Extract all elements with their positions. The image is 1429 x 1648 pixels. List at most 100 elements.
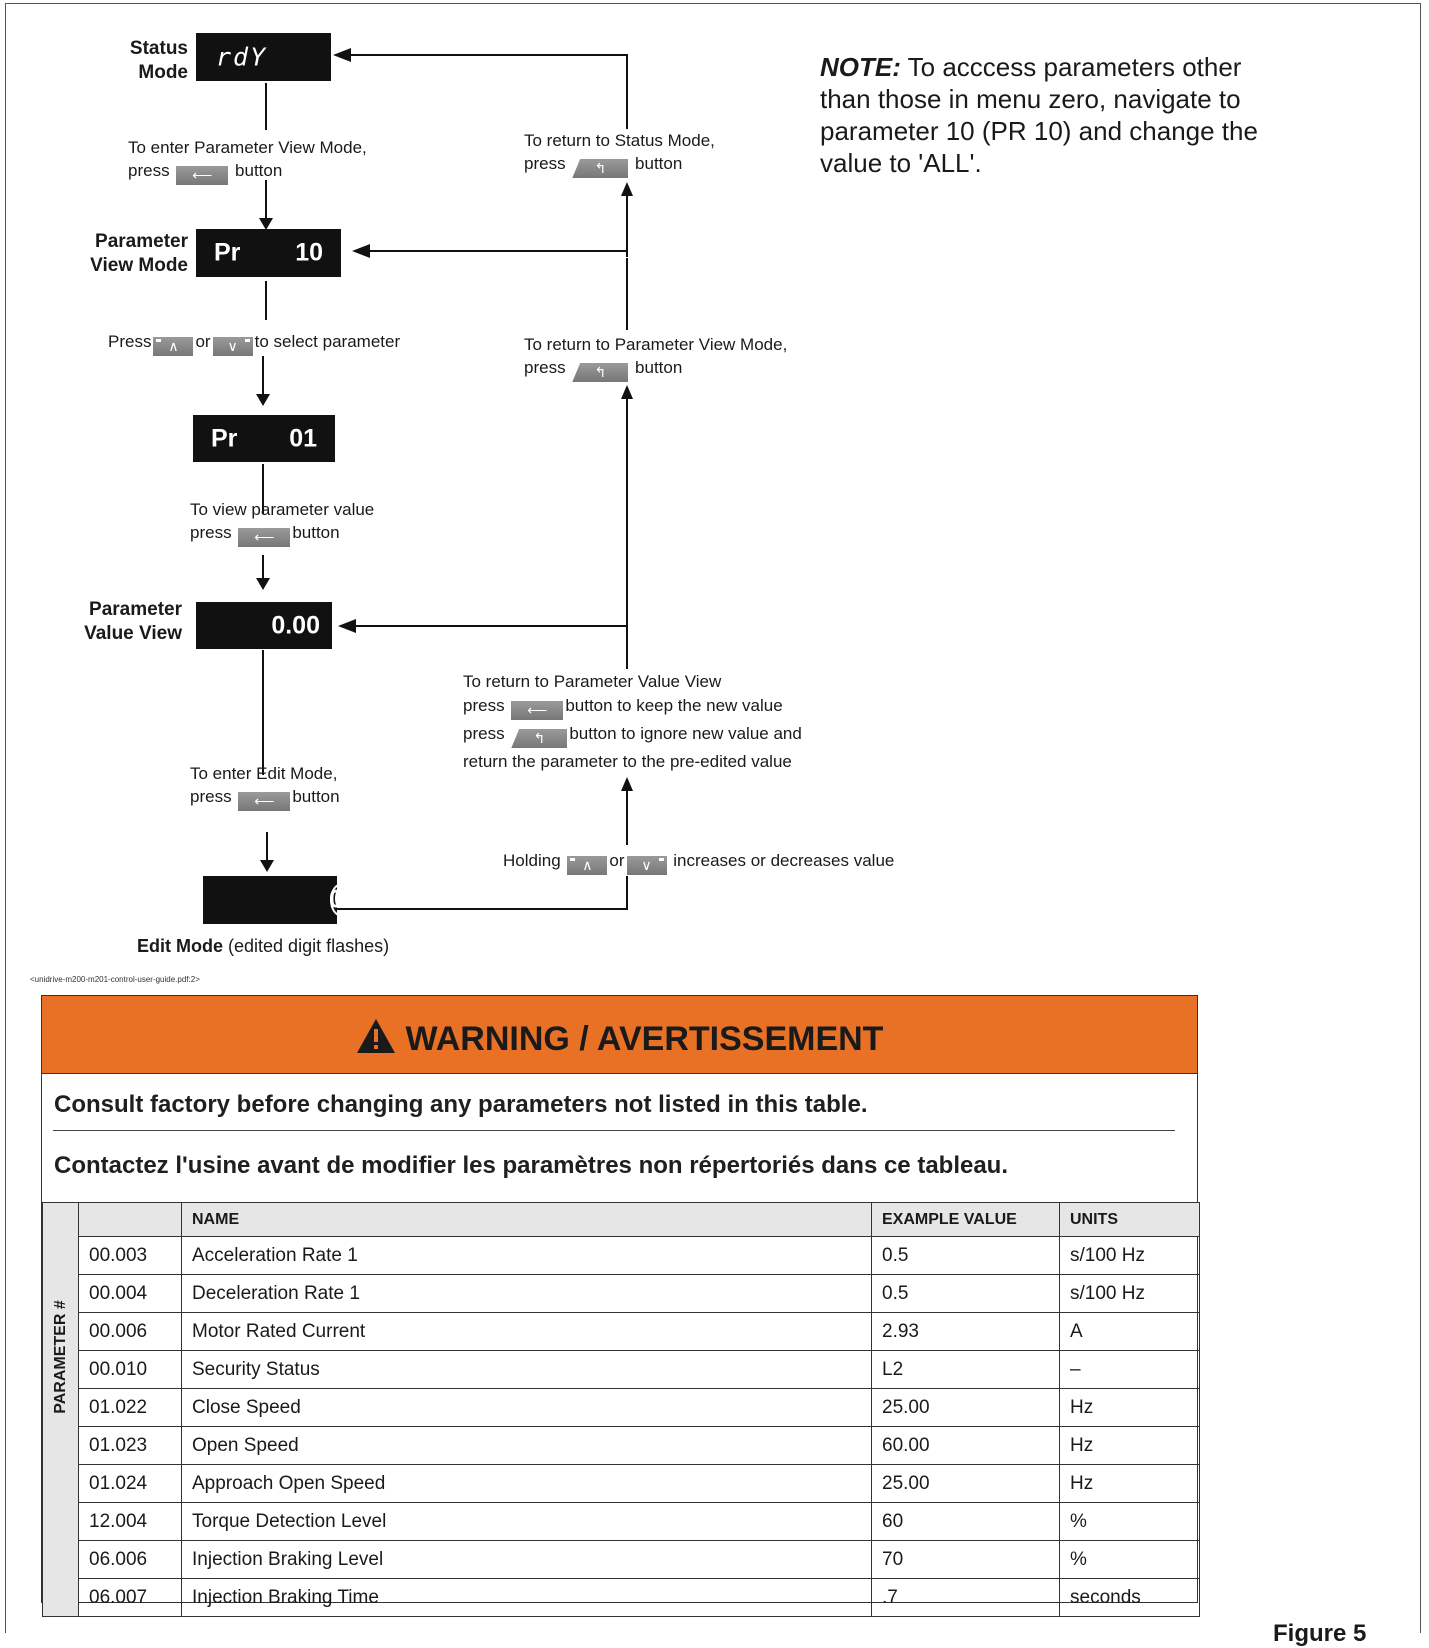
parameter-table: NAME EXAMPLE VALUE UNITS PARAMETER #00.0… xyxy=(42,1202,1200,1617)
or-text: or xyxy=(609,851,625,870)
flashing-digit: 0 xyxy=(330,883,352,917)
arrow-up-icon xyxy=(621,385,633,399)
connector-line xyxy=(265,83,267,130)
arrow-line xyxy=(265,180,267,225)
enter-button-icon: ⟵ xyxy=(238,528,291,547)
press-text: press xyxy=(524,154,566,173)
inc-dec-text: increases or decreases value xyxy=(673,851,895,870)
cell-param: 01.022 xyxy=(78,1388,182,1427)
instruction-line: To enter Edit Mode, xyxy=(190,764,338,783)
cell-name: Injection Braking Time xyxy=(181,1578,872,1617)
cell-name: Motor Rated Current xyxy=(181,1312,872,1351)
back-button-icon: ↰ xyxy=(572,363,629,382)
parameter-side-label: PARAMETER # xyxy=(42,1236,79,1617)
select-text: to select parameter xyxy=(254,332,401,351)
warning-header: WARNING / AVERTISSEMENT xyxy=(42,996,1197,1074)
arrow-down-icon xyxy=(256,578,270,590)
param-value-display: 0.00 xyxy=(196,602,332,649)
cell-units: s/100 Hz xyxy=(1059,1236,1200,1275)
note-text: NOTE: To acccess parameters other than t… xyxy=(820,51,1290,179)
cell-value: 2.93 xyxy=(871,1312,1060,1351)
cell-units: Hz xyxy=(1059,1388,1200,1427)
select-parameter-instruction: Press∧or∨to select parameter xyxy=(108,330,468,356)
cell-param: 06.007 xyxy=(78,1578,182,1617)
edit-mode-caption-bold: Edit Mode xyxy=(137,936,223,956)
status-display-text: rdY xyxy=(216,42,268,72)
ignore-text: button to ignore new value and xyxy=(569,724,802,743)
return-line xyxy=(355,625,628,627)
pr-number: 01 xyxy=(289,424,317,452)
arrow-line xyxy=(266,832,268,862)
warning-title-text: WARNING / AVERTISSEMENT xyxy=(405,1020,884,1058)
cell-name: Approach Open Speed xyxy=(181,1464,872,1503)
arrow-left-icon xyxy=(333,48,351,62)
value-text: 0.00 xyxy=(271,611,320,639)
press-text: press xyxy=(463,696,505,715)
back-button-icon: ↰ xyxy=(511,729,568,748)
cell-value: 0.5 xyxy=(871,1236,1060,1275)
cell-param: 06.006 xyxy=(78,1540,182,1579)
arrow-down-icon xyxy=(260,860,274,872)
table-header-row: NAME EXAMPLE VALUE UNITS xyxy=(42,1202,1200,1237)
instruction-line: return the parameter to the pre-edited v… xyxy=(463,752,792,771)
edit-mode-caption-rest: (edited digit flashes) xyxy=(228,936,390,956)
button-text: button xyxy=(292,523,340,542)
table-header-blank xyxy=(78,1202,182,1237)
return-status-instruction: To return to Status Mode, press ↰ button xyxy=(524,129,824,178)
press-text: Press xyxy=(108,332,152,351)
divider xyxy=(53,1130,1175,1131)
param-view-display: Pr 10 xyxy=(196,229,341,277)
note-body: To acccess parameters other than those i… xyxy=(820,52,1258,178)
connector-line xyxy=(262,464,264,514)
cell-value: .7 xyxy=(871,1578,1060,1617)
table-header-blank xyxy=(42,1202,79,1237)
cell-name: Open Speed xyxy=(181,1426,872,1465)
warning-title: WARNING / AVERTISSEMENT xyxy=(42,1018,1197,1059)
warning-message-en: Consult factory before changing any para… xyxy=(54,1091,868,1118)
button-text: button xyxy=(635,154,683,173)
instruction-line: press ⟵ button xyxy=(128,159,428,185)
view-param-value-instruction: To view parameter value press ⟵button xyxy=(190,498,490,547)
pr-label: Pr xyxy=(214,238,241,267)
figure-caption: Figure 5 xyxy=(1273,1620,1367,1647)
warning-message-fr: Contactez l'usine avant de modifier les … xyxy=(54,1152,1009,1179)
arrow-down-icon xyxy=(256,394,270,406)
return-param-view-instruction: To return to Parameter View Mode, press … xyxy=(524,333,864,382)
cell-units: A xyxy=(1059,1312,1200,1351)
enter-button-icon: ⟵ xyxy=(176,166,229,185)
cell-units: seconds xyxy=(1059,1578,1200,1617)
param-view-mode-label: Parameter View Mode xyxy=(90,231,188,276)
instruction-line: press ⟵button to keep the new value xyxy=(463,692,863,720)
edit-mode-caption: Edit Mode (edited digit flashes) xyxy=(137,936,389,957)
cell-param: 12.004 xyxy=(78,1502,182,1541)
parameter-side-label-text: PARAMETER # xyxy=(52,1299,69,1414)
cell-param: 00.010 xyxy=(78,1350,182,1389)
return-line xyxy=(626,625,628,669)
status-mode-label: Status Mode xyxy=(129,38,188,83)
table-header-units: UNITS xyxy=(1059,1202,1200,1237)
cell-units: s/100 Hz xyxy=(1059,1274,1200,1313)
holding-text: Holding xyxy=(503,851,561,870)
cell-name: Injection Braking Level xyxy=(181,1540,872,1579)
instruction-line: press ⟵button xyxy=(190,785,490,811)
button-text: button xyxy=(292,787,340,806)
press-text: press xyxy=(463,724,505,743)
cell-value: 60.00 xyxy=(871,1426,1060,1465)
press-text: press xyxy=(190,787,232,806)
instruction-line: press ↰ button xyxy=(524,356,864,382)
arrow-line xyxy=(262,356,264,401)
return-line xyxy=(626,789,628,845)
param-select-display: Pr 01 xyxy=(193,415,335,462)
down-button-icon: ∨ xyxy=(626,856,667,875)
press-text: press xyxy=(190,523,232,542)
cell-param: 00.006 xyxy=(78,1312,182,1351)
back-button-icon: ↰ xyxy=(572,159,629,178)
cell-value: 60 xyxy=(871,1502,1060,1541)
cell-value: 25.00 xyxy=(871,1464,1060,1503)
